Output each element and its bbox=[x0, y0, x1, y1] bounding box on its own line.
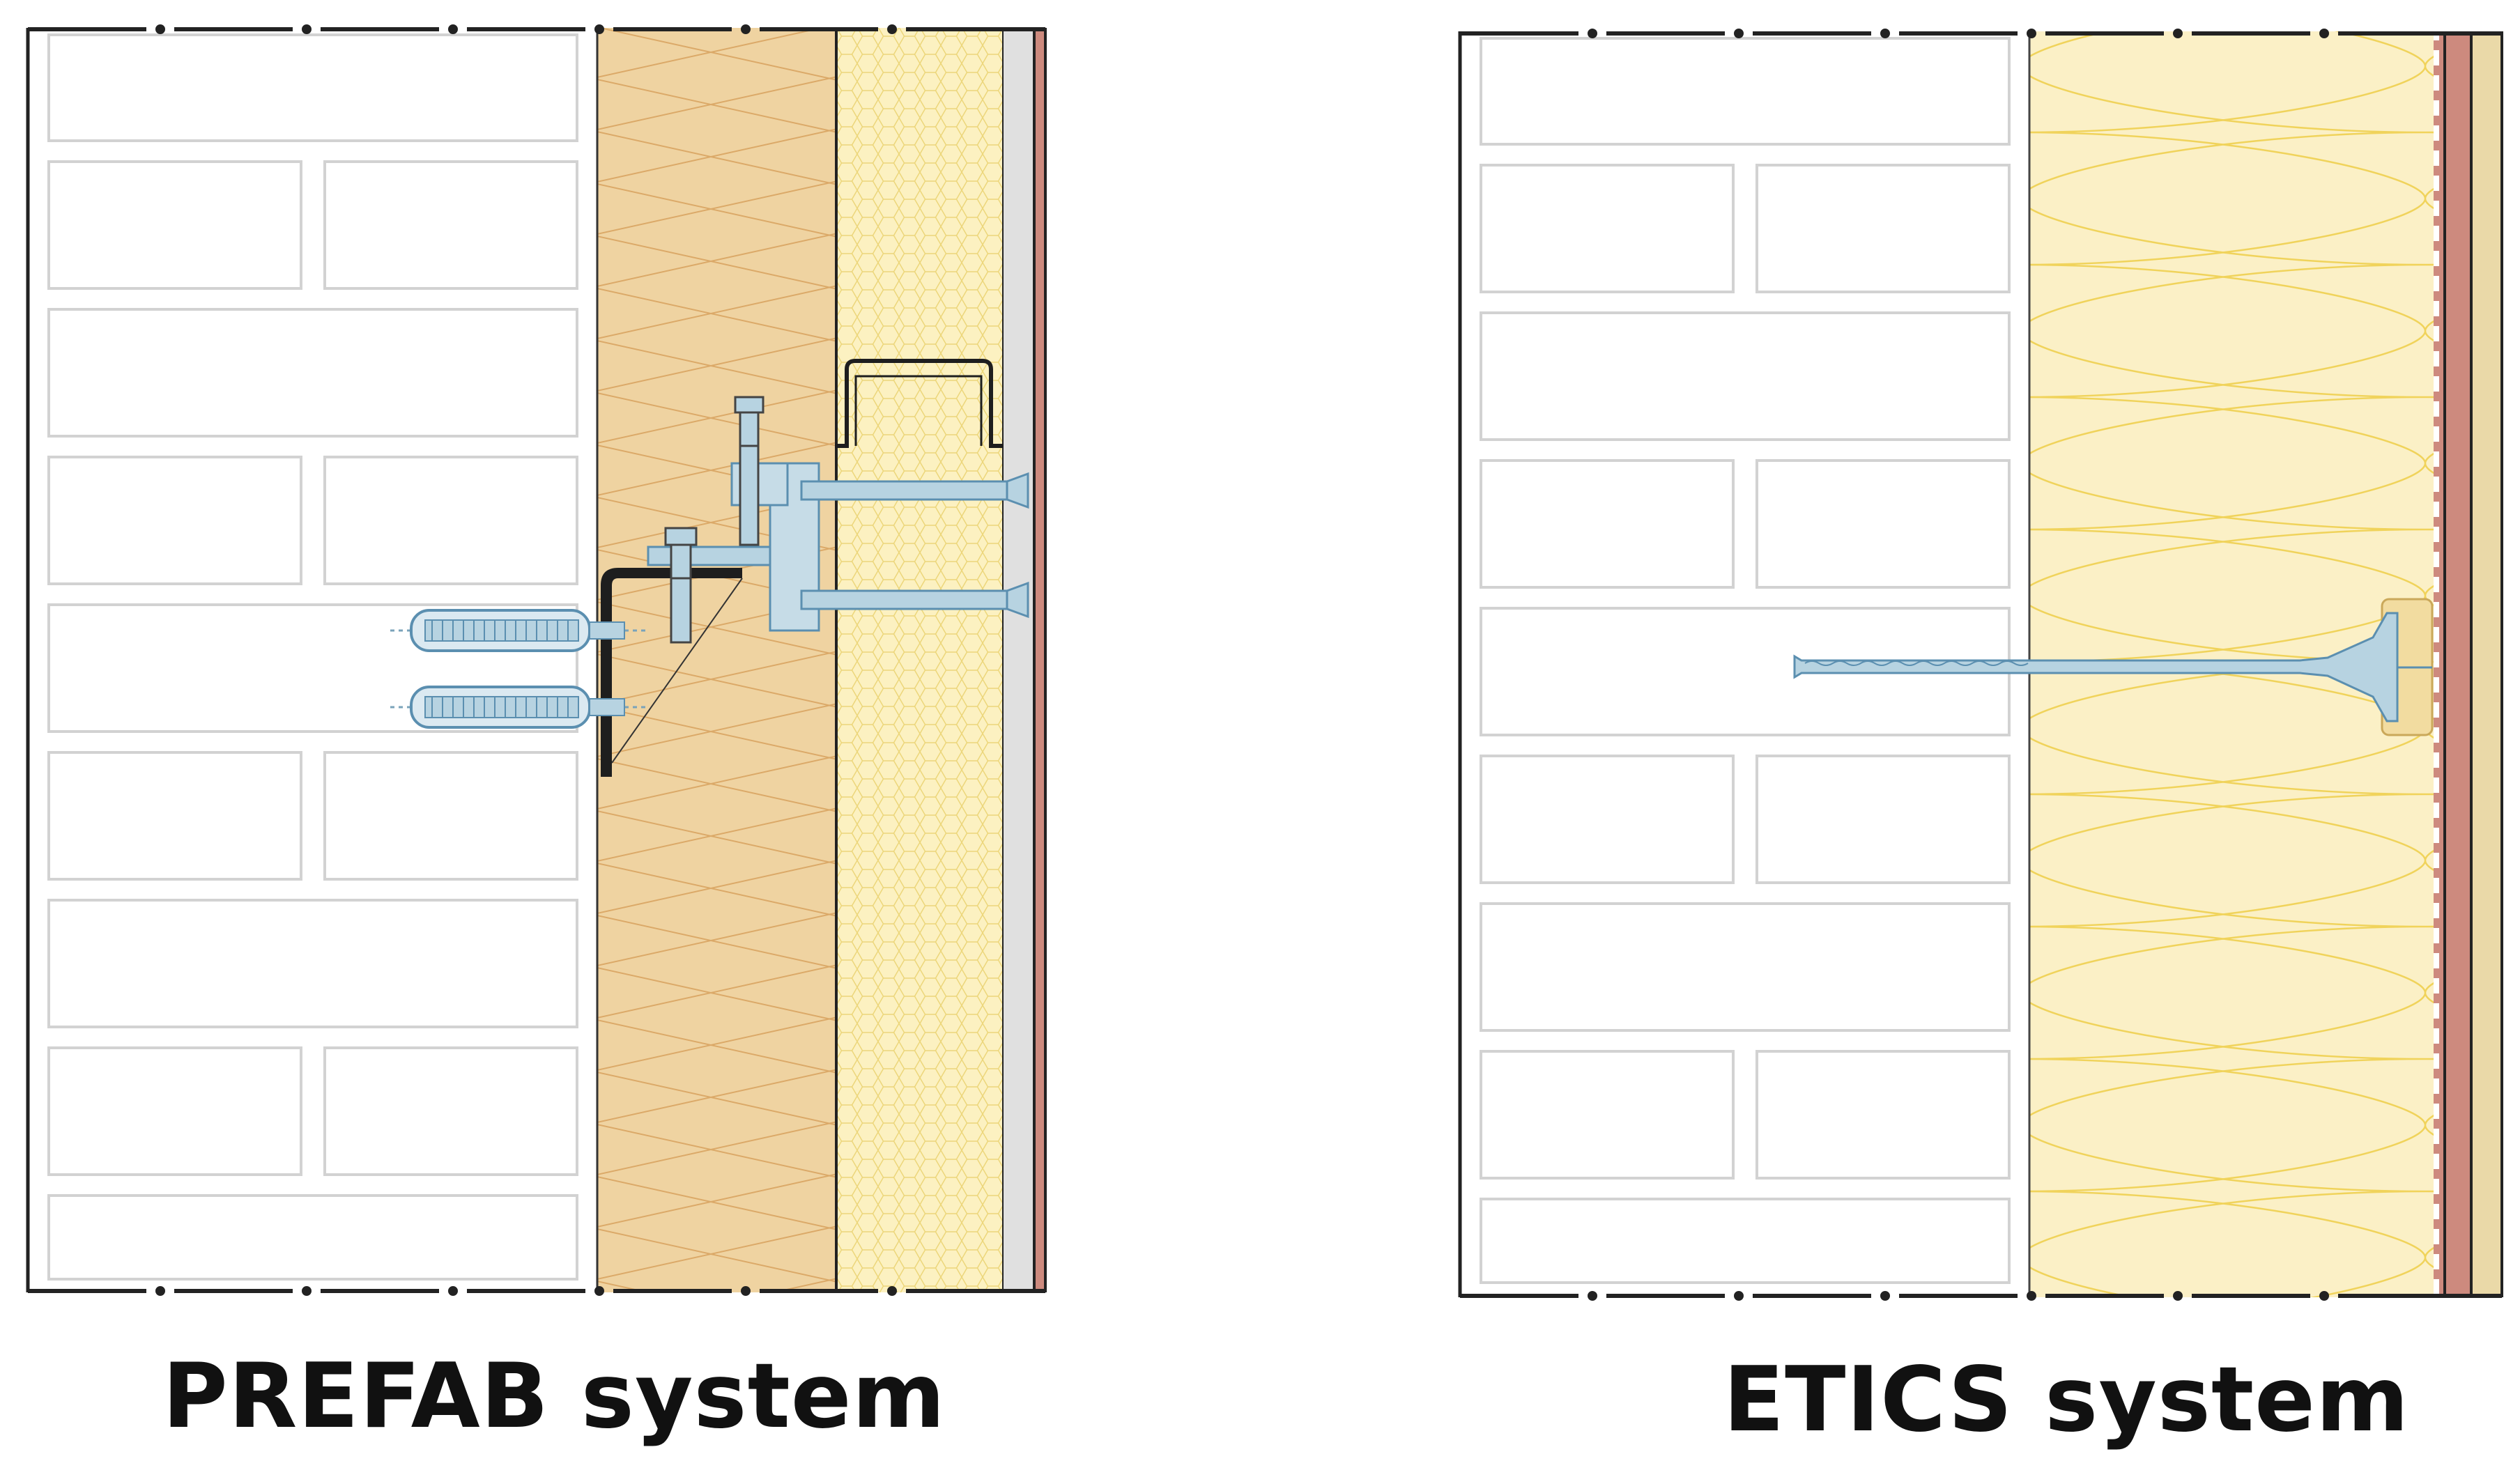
prefab-render-layers bbox=[1004, 28, 1047, 1292]
prefab-bottom-break-line bbox=[28, 1286, 1045, 1296]
anchor-stud-upper bbox=[390, 609, 648, 652]
steel-angle-bracket bbox=[601, 568, 743, 777]
prefab-caption: PREFAB system bbox=[162, 1345, 946, 1448]
etics-masonry-wall bbox=[1480, 37, 2011, 1284]
prefab-foam-insulation bbox=[836, 28, 1004, 1292]
etics-caption: ETICS system bbox=[1723, 1348, 2410, 1452]
panel-screw-lower bbox=[800, 581, 1029, 619]
etics-top-break-line bbox=[1460, 29, 2502, 38]
prefab-wood-wool-insulation bbox=[597, 28, 836, 1292]
etics-render-layers bbox=[2434, 31, 2503, 1297]
prefab-top-break-line bbox=[28, 24, 1045, 34]
etics-bottom-break-line bbox=[1460, 1291, 2502, 1301]
panel-screw-upper bbox=[800, 472, 1029, 509]
prefab-masonry-wall bbox=[47, 33, 578, 1281]
anchor-stud-lower bbox=[390, 686, 648, 729]
vertical-bolt-lower bbox=[664, 527, 698, 644]
insulation-anchor-dowel bbox=[1793, 598, 2434, 736]
vertical-bolt-upper bbox=[734, 396, 765, 546]
prefab-panel bbox=[26, 24, 1047, 1296]
etics-panel bbox=[1458, 29, 2503, 1301]
hat-channel-profile bbox=[835, 359, 1004, 448]
